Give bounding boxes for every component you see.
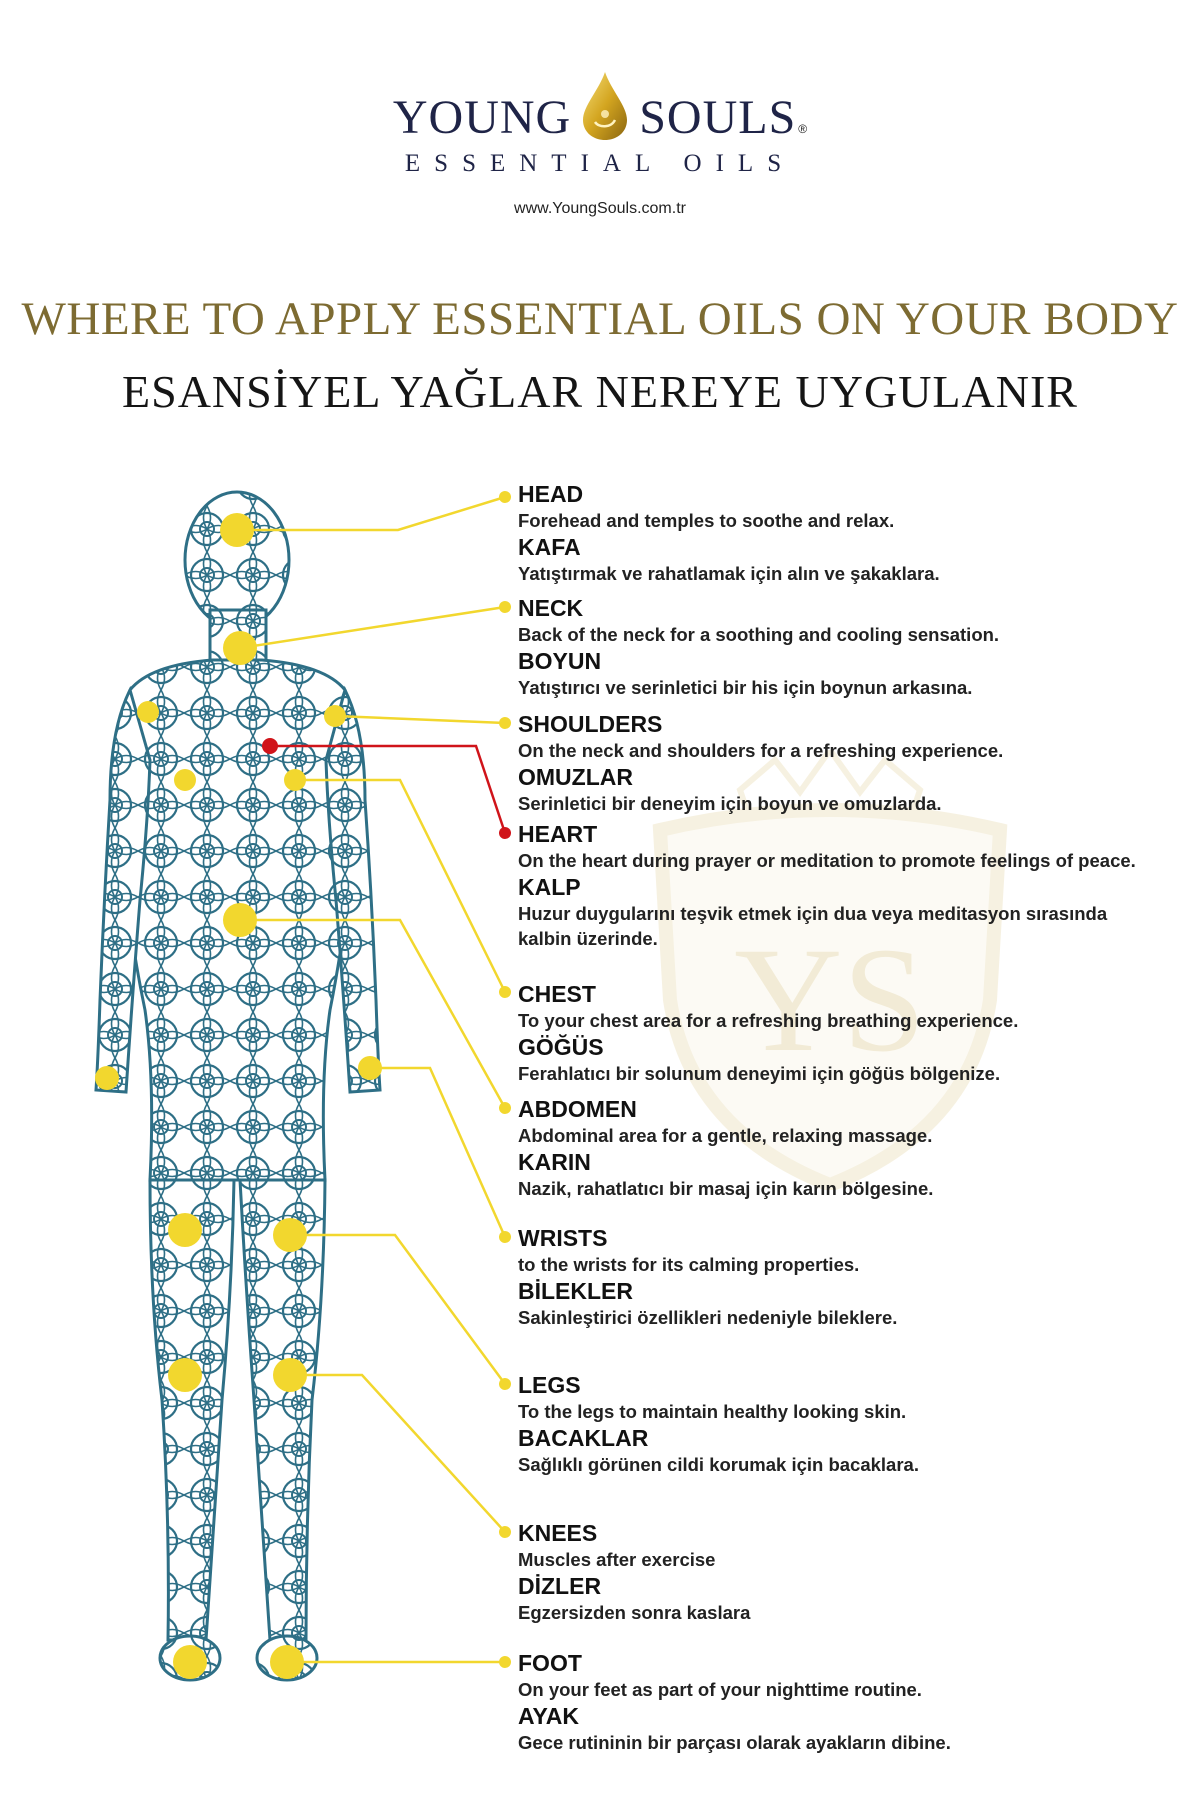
heart-spot (262, 738, 278, 754)
entry-desc-tr: Yatıştırıcı ve serinletici bir his için … (518, 677, 973, 698)
entry-desc-tr: Yatıştırmak ve rahatlamak için alın ve ş… (518, 563, 940, 584)
chest-connector (295, 778, 507, 993)
left-knee-spot (168, 1358, 202, 1392)
neck-connector (239, 605, 506, 650)
watermark-letters: YS (734, 917, 926, 1083)
entry-title-tr: GÖĞÜS (518, 1034, 604, 1060)
entry-foot: FOOT On your feet as part of your nightt… (518, 1649, 1158, 1755)
application-spots (95, 513, 382, 1679)
entry-title-tr: KAFA (518, 534, 581, 560)
right-wrist-spot (358, 1056, 382, 1080)
brand-right-word: SOULS (639, 91, 797, 144)
heart-connector (270, 744, 507, 834)
entry-desc-tr: Sağlıklı görünen cildi korumak için baca… (518, 1454, 919, 1475)
legs-connector (290, 1233, 507, 1385)
entry-title-tr: DİZLER (518, 1573, 602, 1599)
right-chest-spot (284, 769, 306, 791)
entry-desc-en: To your chest area for a refreshing brea… (518, 1010, 1019, 1031)
entry-desc-en: Back of the neck for a soothing and cool… (518, 624, 1000, 645)
connector-lines (237, 495, 507, 1664)
shoulders-connector (334, 714, 506, 725)
abdomen-spot (223, 903, 257, 937)
entry-title-tr: OMUZLAR (518, 764, 633, 790)
entry-desc-tr: Sakinleştirici özellikleri nedeniyle bil… (518, 1307, 898, 1328)
left-foot-spot (173, 1645, 207, 1679)
entry-desc-en: On the heart during prayer or meditation… (518, 850, 1136, 871)
entry-title-en: KNEES (518, 1520, 598, 1546)
abdomen-connector (255, 918, 507, 1109)
left-chest-spot (174, 769, 196, 791)
left-leg-spot (168, 1213, 202, 1247)
entry-desc-en: On your feet as part of your nighttime r… (518, 1679, 922, 1700)
right-shoulder-spot (324, 705, 346, 727)
knees-connector (290, 1373, 506, 1533)
entry-desc-en: Forehead and temples to soothe and relax… (518, 510, 895, 531)
brand-left-word: YOUNG (392, 91, 572, 144)
shield-watermark: YS (652, 750, 1008, 1190)
head-connector (237, 495, 506, 532)
brand-logo: YOUNG SOULS ® (0, 70, 1200, 142)
entry-desc-tr: Huzur duygularını teşvik etmek için dua … (518, 903, 1108, 949)
entry-title-en: CHEST (518, 981, 596, 1007)
title-turkish: ESANSİYEL YAĞLAR NEREYE UYGULANIR (122, 366, 1078, 417)
left-shoulder-spot (137, 701, 159, 723)
entry-chest: CHEST To your chest area for a refreshin… (518, 980, 1158, 1086)
entry-legs: LEGS To the legs to maintain healthy loo… (518, 1371, 1158, 1477)
entry-desc-tr: Gece rutininin bir parçası olarak ayakla… (518, 1732, 951, 1753)
brand-header: YOUNG SOULS ® ESSENTIAL OILS www.YoungSo… (0, 0, 1200, 240)
entry-title-en: LEGS (518, 1372, 581, 1398)
entry-title-tr: KARIN (518, 1149, 591, 1175)
brand-tagline: ESSENTIAL OILS (404, 150, 796, 177)
entry-desc-tr: Nazik, rahatlatıcı bir masaj için karın … (518, 1178, 934, 1199)
entry-title-tr: KALP (518, 874, 581, 900)
entry-neck: NECK Back of the neck for a soothing and… (518, 594, 1158, 700)
brand-url[interactable]: www.YoungSouls.com.tr (514, 200, 686, 217)
entry-title-tr: BİLEKLER (518, 1278, 633, 1304)
entry-shoulders: SHOULDERS On the neck and shoulders for … (518, 710, 1158, 816)
entry-title-tr: AYAK (518, 1703, 579, 1729)
entry-desc-en: To the legs to maintain healthy looking … (518, 1401, 907, 1422)
label-bullets (499, 491, 511, 1668)
registered-mark: ® (798, 122, 808, 136)
entry-title-en: WRISTS (518, 1225, 608, 1251)
left-wrist-spot (95, 1066, 119, 1090)
entry-desc-en: Abdominal area for a gentle, relaxing ma… (518, 1125, 933, 1146)
entry-wrists: WRISTS to the wrists for its calming pro… (518, 1224, 1158, 1330)
entry-desc-en: On the neck and shoulders for a refreshi… (518, 740, 1004, 761)
entry-desc-tr: Serinletici bir deneyim için boyun ve om… (518, 793, 942, 814)
entry-heart: HEART On the heart during prayer or medi… (518, 820, 1158, 951)
entry-title-en: HEART (518, 821, 598, 847)
entry-head: HEAD Forehead and temples to soothe and … (518, 480, 1158, 586)
entry-desc-tr: Egzersizden sonra kaslara (518, 1602, 751, 1623)
entry-desc-tr: Ferahlatıcı bir solunum deneyimi için gö… (518, 1063, 1001, 1084)
entry-title-en: FOOT (518, 1650, 582, 1676)
title-english: WHERE TO APPLY ESSENTIAL OILS ON YOUR BO… (21, 293, 1179, 345)
entry-desc-en: to the wrists for its calming properties… (518, 1254, 860, 1275)
entry-abdomen: ABDOMEN Abdominal area for a gentle, rel… (518, 1095, 1158, 1201)
head-spot (220, 513, 254, 547)
entry-title-en: NECK (518, 595, 584, 621)
right-foot-spot (270, 1645, 304, 1679)
entry-knees: KNEES Muscles after exercise DİZLER Egze… (518, 1519, 1158, 1625)
right-knee-spot (273, 1358, 307, 1392)
entry-title-en: SHOULDERS (518, 711, 663, 737)
heart-bullet (499, 827, 511, 839)
entry-desc-en: Muscles after exercise (518, 1549, 716, 1570)
body-silhouette (94, 490, 382, 1682)
entry-title-en: HEAD (518, 481, 584, 507)
right-leg-spot (273, 1218, 307, 1252)
oil-drop-icon (583, 72, 628, 140)
entry-title-tr: BOYUN (518, 648, 602, 674)
entry-title-en: ABDOMEN (518, 1096, 637, 1122)
entry-title-tr: BACAKLAR (518, 1425, 649, 1451)
neck-spot (223, 631, 257, 665)
wrists-connector (370, 1066, 507, 1238)
